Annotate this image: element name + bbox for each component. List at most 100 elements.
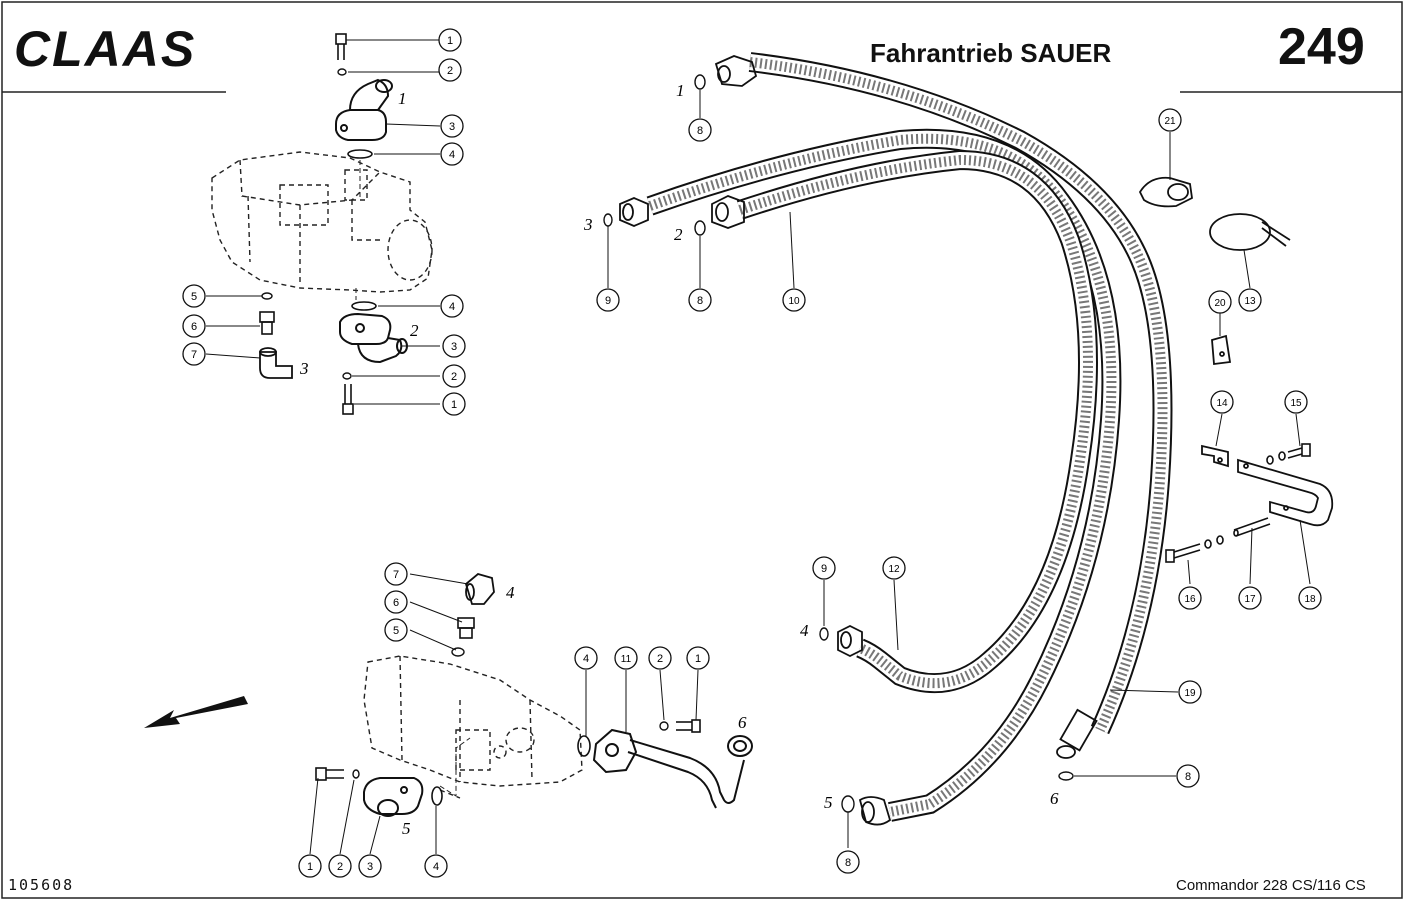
bolt-bottom-left (315, 767, 344, 781)
position-label-5: 5 (824, 793, 833, 812)
callout-number: 1 (307, 861, 313, 873)
callout-12: 12 (882, 556, 906, 580)
bolt-top (335, 33, 347, 60)
callout-number: 8 (697, 125, 703, 137)
callout-number: 14 (1216, 398, 1228, 409)
callout-1: 1 (442, 392, 466, 416)
callout-number: 6 (393, 597, 399, 609)
nipple-6-bottom (457, 617, 475, 639)
position-label-3: 3 (583, 215, 593, 234)
callout-3: 3 (442, 334, 466, 358)
brand-logo: CLAAS (14, 21, 196, 77)
callout-number: 15 (1290, 398, 1302, 409)
oring-8-a (694, 74, 706, 90)
washer-lower (342, 372, 352, 380)
callout-2: 2 (648, 646, 672, 670)
callout-number: 2 (337, 861, 343, 873)
callout-1: 1 (438, 28, 462, 52)
callout-number: 18 (1304, 594, 1316, 605)
callout-number: 9 (605, 295, 611, 307)
callout-number: 1 (451, 399, 457, 411)
callout-number: 2 (447, 65, 453, 77)
callout-number: 5 (393, 625, 399, 637)
callout-number: 2 (657, 653, 663, 665)
callout-number: 3 (367, 861, 373, 873)
callout-17: 17 (1238, 586, 1262, 610)
washer-pipe (659, 721, 669, 731)
callout-circle (688, 118, 712, 142)
hose-2-end-bottom (858, 796, 892, 826)
callout-number: 16 (1184, 594, 1196, 605)
callout-13: 13 (1238, 288, 1262, 312)
callout-number: 10 (788, 296, 800, 307)
callout-number: 4 (449, 149, 455, 161)
callout-9: 9 (812, 556, 836, 580)
oring-5-top (261, 292, 273, 300)
callout-number: 11 (621, 654, 632, 665)
callout-circle (1158, 108, 1182, 132)
callout-19: 19 (1178, 680, 1202, 704)
callout-circle (384, 590, 408, 614)
elbow-7-bottom (464, 573, 495, 605)
callout-8: 8 (688, 288, 712, 312)
callout-number: 3 (449, 121, 455, 133)
callout-number: 7 (191, 349, 197, 361)
callout-circle (648, 646, 672, 670)
callout-circle (1208, 290, 1232, 314)
callout-4: 4 (440, 142, 464, 166)
hose-1-end-top (714, 55, 758, 87)
position-label-6: 6 (1050, 789, 1059, 808)
position-label-6: 6 (738, 713, 747, 732)
dashed-link-bottom (439, 737, 471, 797)
callout-circle (574, 646, 598, 670)
callout-9: 9 (596, 288, 620, 312)
nipple-6-top (259, 311, 275, 335)
position-label-layer: 12 3 1 3 2 4 5 6 4 6 5 (299, 81, 1059, 838)
callout-circle (1176, 764, 1200, 788)
hose-2 (646, 128, 1122, 822)
flange-fitting-2 (339, 312, 408, 364)
bolt-15 (1266, 443, 1311, 465)
callout-circle (442, 334, 466, 358)
drawing-number: 105608 (8, 876, 74, 894)
oring-9-b (819, 627, 829, 641)
model-name: Commandor 228 CS/116 CS (1176, 877, 1366, 894)
callout-number: 8 (697, 295, 703, 307)
callout-circle (882, 556, 906, 580)
bracket-18 (1237, 458, 1334, 527)
hydraulic-pump-top (211, 151, 433, 293)
callout-15: 15 (1284, 390, 1308, 414)
callout-number: 20 (1214, 298, 1226, 309)
callout-circle (688, 288, 712, 312)
callout-circle (298, 854, 322, 878)
callout-circle (358, 854, 382, 878)
callout-circle (440, 142, 464, 166)
callout-circle (1178, 586, 1202, 610)
callout-number: 4 (583, 653, 589, 665)
leaders (205, 39, 1311, 855)
flange-fitting-5 (363, 777, 424, 817)
callout-number: 3 (451, 341, 457, 353)
bolt-pipe (676, 719, 701, 733)
position-label-4: 4 (506, 583, 515, 602)
callout-number: 12 (888, 564, 900, 575)
callout-4: 4 (424, 854, 448, 878)
oring-top (347, 149, 373, 159)
bracket-14 (1201, 444, 1229, 468)
callout-11: 11 (614, 646, 638, 670)
callout-number: 8 (845, 857, 851, 869)
callout-number: 13 (1244, 296, 1256, 307)
callout-5: 5 (182, 284, 206, 308)
callout-circle (836, 850, 860, 874)
callout-circle (438, 58, 462, 82)
hose-1 (748, 52, 1173, 735)
callout-circle (182, 342, 206, 366)
callout-circle (1284, 390, 1308, 414)
page-number: 249 (1278, 18, 1365, 76)
oring-8-d (841, 795, 855, 813)
callout-8: 8 (1176, 764, 1200, 788)
callout-circle (1178, 680, 1202, 704)
callout-circle (438, 28, 462, 52)
